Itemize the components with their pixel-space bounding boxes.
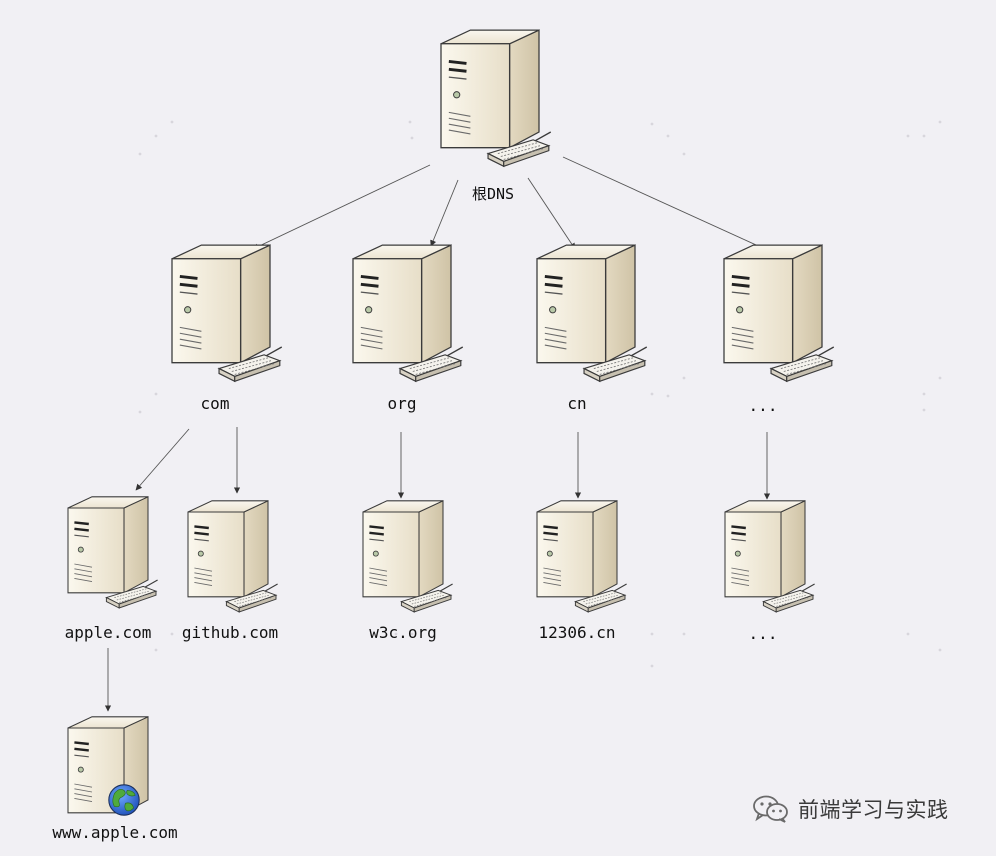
edge-root-to-com bbox=[252, 164, 431, 250]
node-label-apple: apple.com bbox=[64, 623, 152, 642]
server-icon bbox=[535, 243, 648, 382]
server-icon bbox=[361, 499, 454, 613]
node-label-com: com bbox=[200, 394, 230, 413]
watermark: 前端学习与实践 bbox=[752, 794, 949, 824]
server-icon bbox=[535, 499, 628, 613]
node-label-www-apple: www.apple.com bbox=[52, 823, 178, 842]
wechat-icon bbox=[753, 795, 788, 823]
edge-root-to-cn bbox=[527, 177, 576, 250]
server-icon bbox=[722, 243, 835, 382]
node-label-root: 根DNS bbox=[471, 185, 515, 203]
server-icon bbox=[351, 243, 464, 382]
edge-root-to-tld_more bbox=[562, 156, 768, 251]
node-label-sld-more: ... bbox=[748, 624, 778, 643]
server-icon bbox=[186, 499, 279, 613]
globe-icon bbox=[108, 784, 140, 816]
server-icon bbox=[66, 495, 159, 609]
node-label-cn: cn bbox=[567, 394, 587, 413]
server-icon bbox=[723, 499, 816, 613]
server-icon bbox=[170, 243, 283, 382]
node-label-org: org bbox=[387, 394, 417, 413]
node-label-12306: 12306.cn bbox=[538, 623, 616, 642]
web-server-globe-icon bbox=[66, 715, 150, 816]
edge-root-to-org bbox=[430, 179, 459, 247]
server-icon bbox=[439, 28, 552, 167]
edges-layer bbox=[104, 156, 771, 712]
node-label-tld-more: ... bbox=[748, 396, 778, 415]
watermark-text: 前端学习与实践 bbox=[798, 798, 949, 822]
edge-com-to-apple bbox=[135, 428, 190, 491]
background-specks bbox=[138, 120, 942, 668]
node-label-github: github.com bbox=[181, 623, 279, 642]
nodes-layer bbox=[66, 28, 835, 816]
node-label-w3c: w3c.org bbox=[369, 623, 437, 642]
